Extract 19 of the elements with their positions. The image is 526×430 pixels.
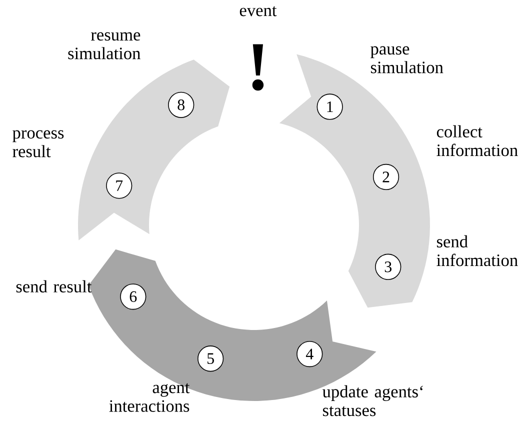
step-number: 1: [316, 94, 343, 120]
step-number: 7: [106, 172, 132, 199]
step-label: send information: [436, 235, 518, 266]
step-label: agent interactions: [109, 383, 190, 412]
step-label: resume simulation: [68, 32, 140, 60]
step-label: collect information: [436, 125, 518, 156]
ring-segment: [78, 60, 230, 240]
step-number: 2: [372, 164, 400, 190]
step-label: pause simulation: [370, 46, 444, 74]
step-label: update agents‘ statuses: [322, 385, 423, 416]
step-number: 6: [120, 284, 146, 310]
step-label: process result: [12, 130, 64, 158]
step-label: send result: [16, 280, 92, 292]
exclamation-mark: !: [252, 44, 264, 91]
step-number: 4: [296, 340, 323, 368]
step-number: 3: [375, 254, 402, 280]
step-number: 8: [168, 92, 194, 118]
step-number: 5: [198, 346, 224, 372]
event-label: event: [240, 6, 277, 16]
